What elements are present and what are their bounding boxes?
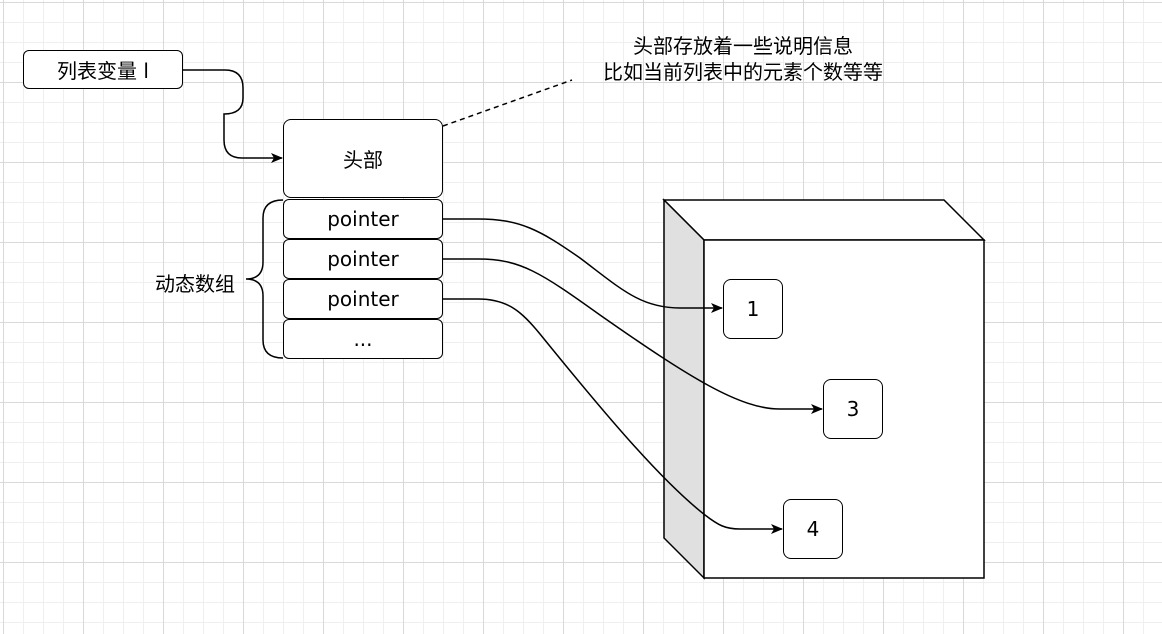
header-note-line-1: 头部存放着一些说明信息 bbox=[633, 34, 853, 58]
note-connector bbox=[442, 79, 573, 127]
element-value: 1 bbox=[746, 297, 760, 321]
list-variable-box: 列表变量 l bbox=[23, 50, 183, 89]
element-value: 3 bbox=[846, 397, 860, 421]
header-note: 头部存放着一些说明信息 比如当前列表中的元素个数等等 bbox=[566, 33, 920, 85]
header-note-line-2: 比如当前列表中的元素个数等等 bbox=[603, 60, 883, 84]
element-box-1: 1 bbox=[723, 279, 783, 339]
dynamic-array-label: 动态数组 bbox=[155, 272, 235, 296]
list-variable-label: 列表变量 l bbox=[57, 59, 149, 83]
list-header-box: 头部 bbox=[283, 119, 443, 198]
pointer-slot-label: pointer bbox=[327, 287, 399, 311]
pointer-slot-1: pointer bbox=[283, 199, 443, 239]
pointer-slot-2: pointer bbox=[283, 239, 443, 279]
pointer-3-arrow bbox=[443, 298, 783, 534]
cube-top-face bbox=[662, 199, 986, 241]
cube-side-face bbox=[663, 198, 705, 580]
variable-to-header-arrow bbox=[183, 69, 283, 163]
array-brace bbox=[245, 199, 284, 359]
pointer-2-arrow bbox=[443, 258, 823, 414]
list-header-label: 头部 bbox=[343, 148, 383, 172]
element-box-3: 3 bbox=[823, 379, 883, 439]
pointer-slot-label: pointer bbox=[327, 207, 399, 231]
element-value: 4 bbox=[806, 517, 820, 541]
pointer-slot-label: pointer bbox=[327, 247, 399, 271]
pointer-slot-label: ... bbox=[353, 327, 373, 351]
pointer-1-arrow bbox=[443, 218, 723, 313]
element-box-4: 4 bbox=[783, 499, 843, 559]
pointer-slot-3: pointer bbox=[283, 279, 443, 319]
pointer-slot-more: ... bbox=[283, 319, 443, 359]
